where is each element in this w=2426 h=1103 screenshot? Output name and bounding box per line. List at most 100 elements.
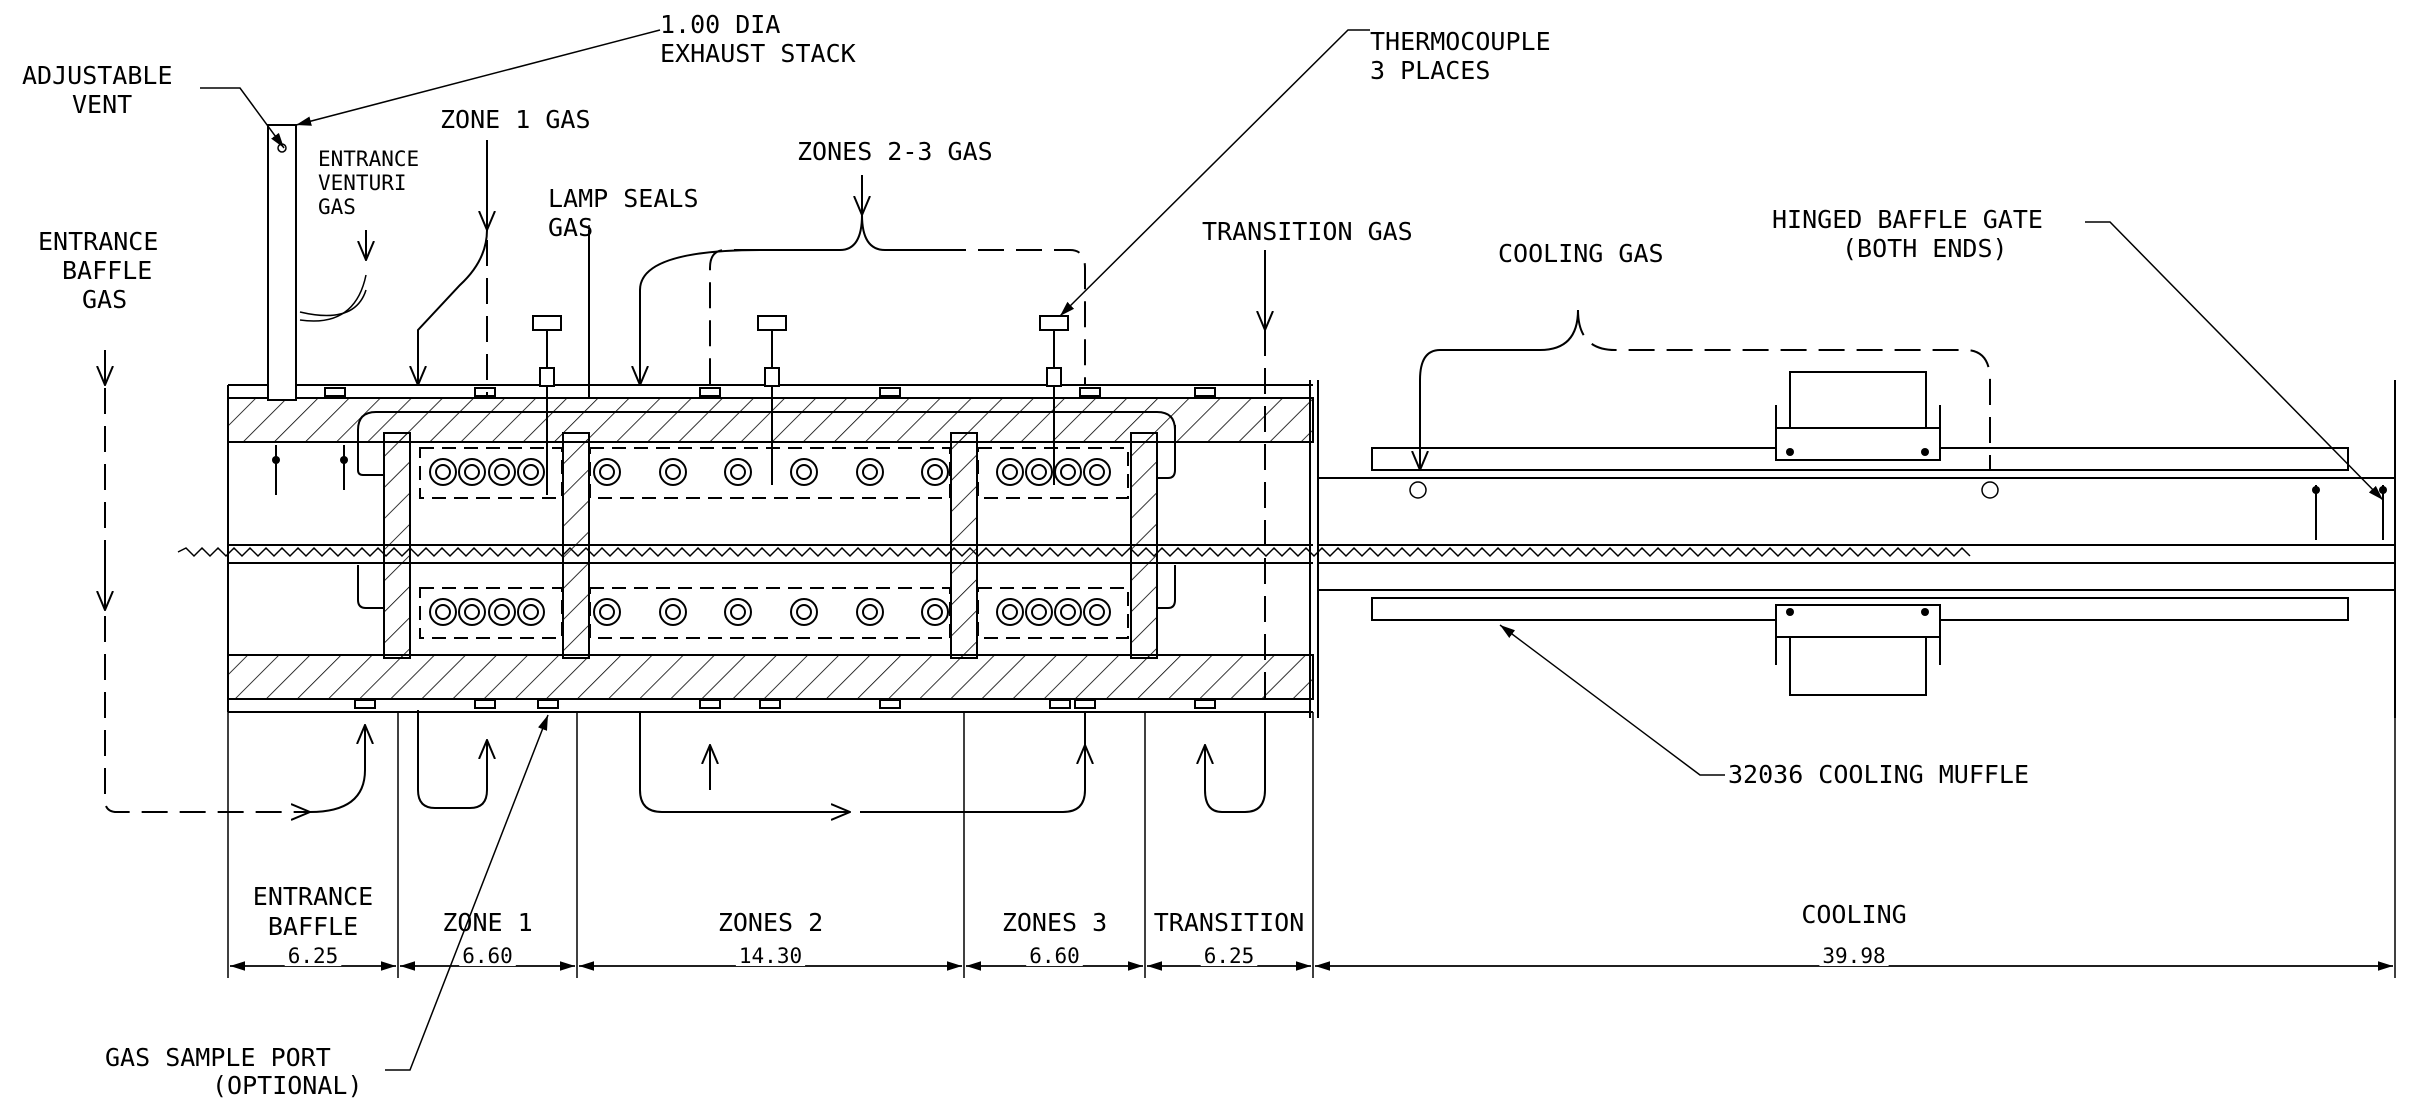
- section-dimension: 39.98 COOLING: [1315, 900, 2393, 971]
- section-dimension: 14.30 ZONES 2: [579, 908, 962, 971]
- bolt-bottom: [474, 699, 496, 709]
- label-adjustable-vent-1: ADJUSTABLE: [22, 61, 173, 90]
- lamp: [1054, 458, 1082, 486]
- lamp: [488, 458, 516, 486]
- lamp: [429, 458, 457, 486]
- lamp: [1025, 598, 1053, 626]
- bolt-top: [474, 387, 496, 397]
- bolt-bottom: [354, 699, 376, 709]
- lower-insulation-wall: [227, 654, 1314, 700]
- section-name: ZONES 2: [718, 908, 823, 937]
- cooling-muffle: [1318, 371, 2396, 718]
- exhaust-stack: [267, 124, 297, 401]
- lamp: [724, 598, 752, 626]
- lamp: [921, 458, 949, 486]
- label-lamp-seals-2: GAS: [548, 213, 593, 242]
- bolt-bottom: [1074, 699, 1096, 709]
- section-name: ZONE 1: [442, 908, 532, 937]
- label-thermocouple-2: 3 PLACES: [1370, 56, 1490, 85]
- section-length: 6.60: [462, 944, 513, 968]
- callout-labels: ADJUSTABLE VENT 1.00 DIA EXHAUST STACK Z…: [22, 10, 2043, 1100]
- conveyor-belt: [177, 546, 1971, 558]
- lamp: [1054, 598, 1082, 626]
- bolt-bottom: [879, 699, 901, 709]
- section-length: 6.25: [1204, 944, 1255, 968]
- bolt-bottom: [1194, 699, 1216, 709]
- lamp: [856, 458, 884, 486]
- label-adjustable-vent-2: VENT: [72, 90, 132, 119]
- bolt-top: [879, 387, 901, 397]
- label-transition-gas: TRANSITION GAS: [1202, 217, 1413, 246]
- label-cooling-muffle: 32036 COOLING MUFFLE: [1728, 760, 2029, 789]
- label-zone1-gas: ZONE 1 GAS: [440, 105, 591, 134]
- lamp: [790, 458, 818, 486]
- furnace-body: [177, 124, 1971, 718]
- section-name: TRANSITION: [1154, 908, 1305, 937]
- label-venturi-2: VENTURI: [318, 171, 407, 195]
- lamp: [921, 598, 949, 626]
- bolt-top: [324, 387, 346, 397]
- section-length: 39.98: [1822, 944, 1885, 968]
- section-length: 6.60: [1029, 944, 1080, 968]
- lamp: [996, 598, 1024, 626]
- lamp: [429, 598, 457, 626]
- section-name: BAFFLE: [268, 912, 358, 941]
- thermocouple-3: [1039, 315, 1069, 485]
- label-zones23-gas: ZONES 2-3 GAS: [797, 137, 993, 166]
- heating-lamps: [429, 458, 1111, 626]
- section-dimension: 6.25 TRANSITION: [1147, 908, 1311, 971]
- label-venturi-3: GAS: [318, 195, 356, 219]
- bolt-bottom: [1049, 699, 1071, 709]
- bolt-bottom: [759, 699, 781, 709]
- label-lamp-seals-1: LAMP SEALS: [548, 184, 699, 213]
- section-length: 6.25: [288, 944, 339, 968]
- lamp: [1025, 458, 1053, 486]
- bolt-top: [699, 387, 721, 397]
- lamp: [593, 598, 621, 626]
- section-name: ENTRANCE: [253, 882, 373, 911]
- section-name: COOLING: [1801, 900, 1906, 929]
- mounting-bolts: [324, 387, 1216, 709]
- label-entrance-baffle-gas-2: BAFFLE: [62, 256, 152, 285]
- lamp: [856, 598, 884, 626]
- lamp: [659, 598, 687, 626]
- lamp: [517, 458, 545, 486]
- lamp: [458, 598, 486, 626]
- section-length: 14.30: [739, 944, 802, 968]
- label-cooling-gas: COOLING GAS: [1498, 239, 1664, 268]
- section-name: ZONES 3: [1002, 908, 1107, 937]
- label-hinged-gate-1: HINGED BAFFLE GATE: [1772, 205, 2043, 234]
- label-entrance-baffle-gas-3: GAS: [82, 285, 127, 314]
- thermocouple-2: [757, 315, 787, 485]
- bolt-top: [1194, 387, 1216, 397]
- label-gas-sample-port-2: (OPTIONAL): [212, 1071, 363, 1100]
- gas-flow-lines: [105, 140, 1991, 812]
- bolt-bottom: [537, 699, 559, 709]
- lamp: [593, 458, 621, 486]
- lamp: [724, 458, 752, 486]
- bolt-top: [1079, 387, 1101, 397]
- label-hinged-gate-2: (BOTH ENDS): [1842, 234, 2008, 263]
- lamp: [996, 458, 1024, 486]
- lamp: [1083, 598, 1111, 626]
- leader-lines: [200, 29, 2384, 1071]
- section-dimension: 6.60 ZONES 3: [966, 908, 1143, 971]
- label-exhaust-stack-2: EXHAUST STACK: [660, 39, 856, 68]
- lamp: [659, 458, 687, 486]
- lamp: [517, 598, 545, 626]
- lamp: [488, 598, 516, 626]
- bolt-bottom: [699, 699, 721, 709]
- lamp: [790, 598, 818, 626]
- label-exhaust-stack-1: 1.00 DIA: [660, 10, 780, 39]
- section-dimension: 6.60 ZONE 1: [400, 908, 575, 971]
- lamp: [1083, 458, 1111, 486]
- lamp: [458, 458, 486, 486]
- thermocouple-1: [532, 315, 562, 495]
- label-venturi-1: ENTRANCE: [318, 147, 419, 171]
- label-entrance-baffle-gas-1: ENTRANCE: [38, 227, 158, 256]
- label-thermocouple-1: THERMOCOUPLE: [1370, 27, 1551, 56]
- label-gas-sample-port-1: GAS SAMPLE PORT: [105, 1043, 331, 1072]
